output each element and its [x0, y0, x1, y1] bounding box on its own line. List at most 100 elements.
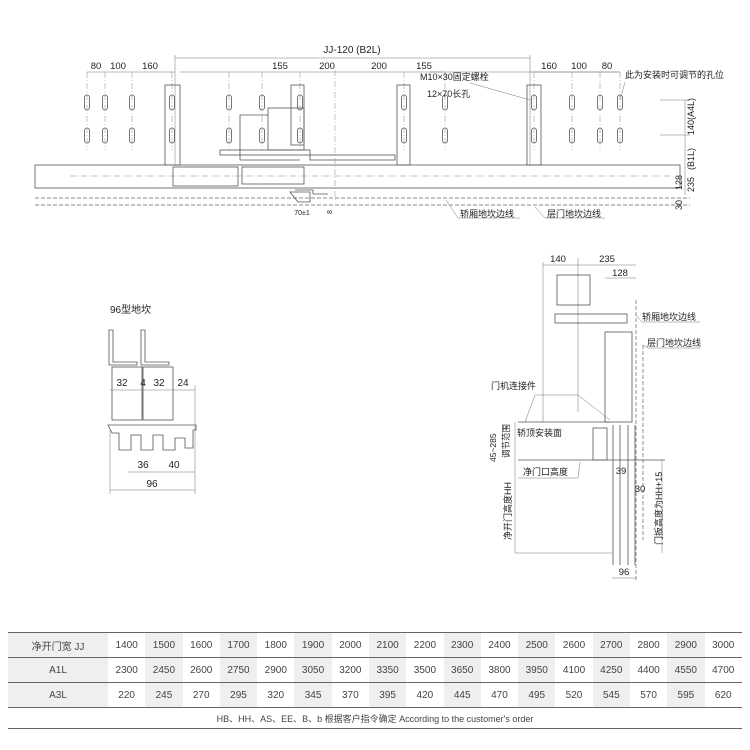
slot-note: 12×70长孔 [427, 88, 470, 99]
sill-dim-4: 4 [140, 378, 146, 389]
dim-center-155b: 155 [416, 61, 432, 72]
table-cell: 495 [518, 682, 556, 708]
dim-128: 128 [674, 175, 684, 190]
dim-right-160: 160 [541, 61, 557, 72]
dim-b1l: (B1L) [686, 148, 696, 170]
technical-drawing: JJ-120 (B2L) 80 100 160 155 200 200 155 … [34, 45, 724, 580]
dim-center-200b: 200 [371, 61, 387, 72]
table-cell: 2900 [257, 657, 295, 683]
panel-height-label: 门扳高度为HH+15 [653, 472, 664, 545]
sill-dim-36: 36 [137, 460, 149, 471]
table-cell: 445 [443, 682, 481, 708]
clear-opening-height-label: 净开门高度HH [502, 482, 513, 540]
table-cell: 320 [257, 682, 295, 708]
table-cell: 520 [555, 682, 593, 708]
table-cell: 3650 [443, 657, 481, 683]
table-cell: 1500 [145, 632, 183, 658]
table-cell: 470 [480, 682, 519, 708]
dim-left-80: 80 [91, 61, 102, 72]
dim-30: 30 [674, 200, 684, 210]
table-cell: 2700 [592, 632, 630, 658]
sill-detail: 96型地坎 32 4 32 24 36 40 96 [107, 303, 197, 494]
table-cell: 420 [406, 682, 444, 708]
table-cell: 2800 [629, 632, 668, 658]
table-cell: 395 [368, 682, 407, 708]
car-top-surface-label: 轿顶安装面 [517, 427, 562, 438]
door-hanger [604, 331, 633, 423]
side-motor [556, 274, 591, 306]
table-cell: 3950 [518, 657, 556, 683]
dim-center-155a: 155 [272, 61, 288, 72]
table-cell: 3050 [294, 657, 332, 683]
top-view: JJ-120 (B2L) 80 100 160 155 200 200 155 … [34, 45, 724, 219]
sill-title: 96型地坎 [110, 303, 151, 316]
table-cell: 370 [331, 682, 369, 708]
table-cell: 595 [667, 682, 705, 708]
jj-dim-label: JJ-120 (B2L) [323, 45, 380, 56]
table-cell: 4550 [667, 657, 705, 683]
table-cell: 2750 [219, 657, 258, 683]
table-cell: 3800 [480, 657, 519, 683]
table-cell: 2900 [667, 632, 705, 658]
header-beam [34, 164, 681, 189]
table-cell: 2600 [555, 632, 593, 658]
dim-8: 8 [327, 210, 334, 214]
table-cell: 3350 [368, 657, 407, 683]
motor [267, 107, 305, 151]
table-cell: 2600 [182, 657, 220, 683]
clear-height-label: 净门口高度 [523, 466, 568, 477]
adjust-range-value: 45~285 [488, 433, 498, 462]
sill-dim-96: 96 [146, 479, 158, 490]
table-cell: 2450 [145, 657, 183, 683]
car-sill-line-label: 轿厢地坎边线 [460, 208, 514, 219]
table-cell: 245 [145, 682, 183, 708]
side-dim-235: 235 [599, 254, 615, 265]
adjust-note: 此为安装时可调节的孔位 [625, 69, 724, 80]
table-cell: 295 [219, 682, 258, 708]
table-cell: 2200 [406, 632, 444, 658]
adjust-range-label: 调节范围 [501, 424, 511, 458]
sill-dim-40: 40 [168, 460, 180, 471]
table-cell: 4700 [704, 657, 742, 683]
table-cell: 220 [108, 682, 146, 708]
table-note: HB、HH、AS、EE、B、b 根据客户指令确定 According to th… [8, 707, 742, 729]
table-cell: 4400 [629, 657, 668, 683]
dim-right-100: 100 [571, 61, 587, 72]
table-cell: 2100 [368, 632, 407, 658]
bolt-note: M10×30固定螺栓 [420, 71, 489, 82]
dim-right-80: 80 [602, 61, 613, 72]
dim-140-a4l: 140(A4L) [686, 98, 696, 135]
connector-label: 门机连接件 [491, 380, 536, 391]
table-cell: 4250 [592, 657, 630, 683]
table-cell: 3500 [406, 657, 444, 683]
table-cell: 1400 [108, 632, 146, 658]
table-cell: 570 [629, 682, 668, 708]
side-landing-sill-line: 层门地坎边线 [647, 337, 701, 348]
table-cell: 620 [704, 682, 742, 708]
table-cell: 2400 [480, 632, 519, 658]
sill-dim-32b: 32 [153, 378, 165, 389]
side-view: 140 235 128 96 39 30 轿厢地坎边线 层门地坎边线 门机连接件… [488, 254, 701, 580]
mounting-plate [396, 84, 411, 166]
table-cell: 1800 [257, 632, 295, 658]
table-cell: 1700 [219, 632, 258, 658]
side-dim-39: 39 [616, 466, 627, 477]
sill-dim-32a: 32 [116, 378, 128, 389]
dim-left-160: 160 [142, 61, 158, 72]
table-cell: 1600 [182, 632, 220, 658]
side-dim-30: 30 [635, 484, 646, 495]
table-cell: 270 [182, 682, 220, 708]
row-label: A1L [8, 657, 108, 683]
dim-left-100: 100 [110, 61, 126, 72]
side-dim-96: 96 [619, 567, 630, 578]
table-cell: 3000 [704, 632, 742, 658]
table-cell: 2300 [443, 632, 481, 658]
table-cell: 4100 [555, 657, 593, 683]
table-cell: 3200 [331, 657, 369, 683]
table-cell: 2000 [331, 632, 369, 658]
table-cell: 2300 [108, 657, 146, 683]
table-cell: 2500 [518, 632, 556, 658]
